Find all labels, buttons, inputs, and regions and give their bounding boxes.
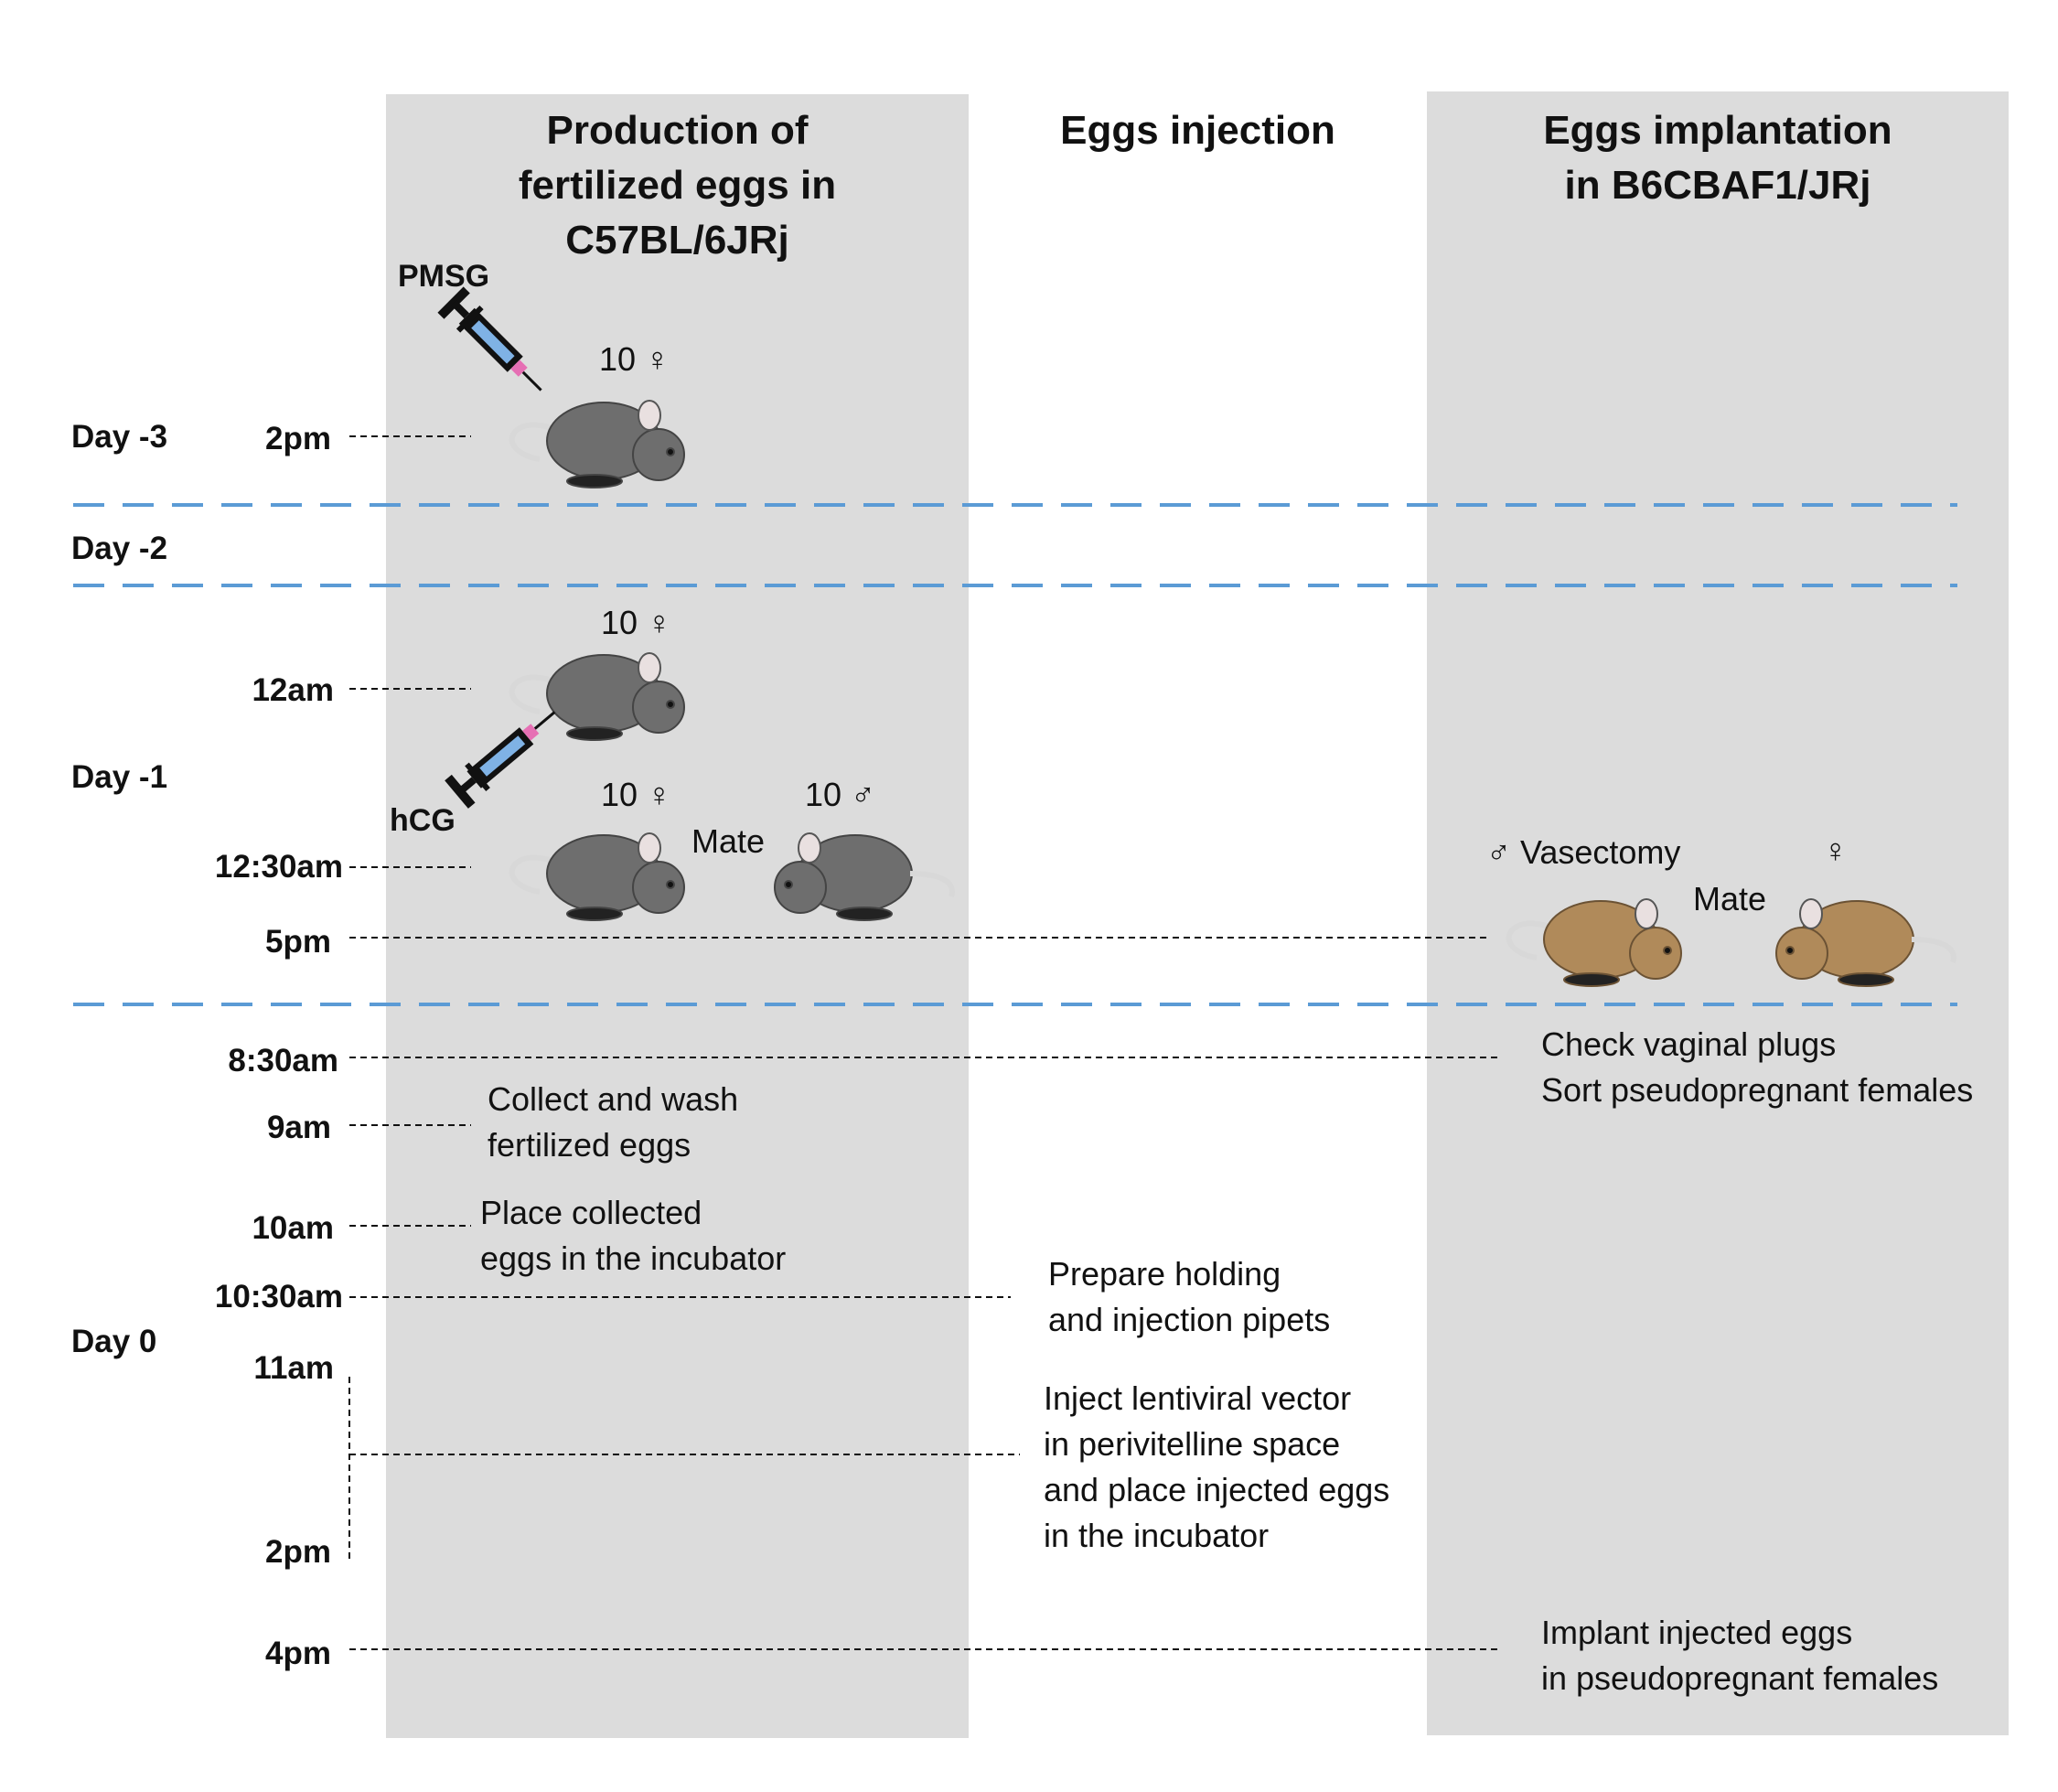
mate-label: Mate — [691, 822, 766, 860]
mate-label: Mate — [1693, 880, 1767, 917]
day-label: Day -2 — [71, 531, 168, 566]
time-label: 8:30am — [228, 1043, 338, 1078]
time-label: 10:30am — [214, 1279, 343, 1314]
header-injection: Eggs injection — [1060, 108, 1335, 153]
time-label: 12:30am — [214, 849, 343, 885]
step-prepare-pipets: Prepare holding and injection pipets — [1048, 1255, 1331, 1338]
mouse-female-mate — [512, 833, 684, 920]
time-label: 2pm — [265, 1534, 331, 1570]
time-label: 5pm — [265, 924, 331, 960]
time-label: 2pm — [265, 421, 331, 456]
female-symbol: ♀ — [1823, 832, 1848, 869]
step-collect-eggs: Collect and wash fertilized eggs — [488, 1080, 739, 1164]
mouse-female-pseudopregnant — [1776, 899, 1954, 986]
header-implantation: Eggs implantation in B6CBAF1/JRj — [1543, 108, 1892, 208]
day-label: Day 0 — [71, 1324, 157, 1359]
drug-label-pmsg: PMSG — [398, 259, 490, 294]
time-label: 4pm — [265, 1636, 331, 1671]
syringe-pmsg-icon — [441, 290, 554, 403]
time-label: 10am — [252, 1210, 334, 1246]
mouse-male-vasectomy — [1509, 899, 1681, 986]
syringe-hcg-icon — [448, 698, 566, 805]
step-implant: Implant injected eggs in pseudopregnant … — [1541, 1614, 1939, 1697]
count-female-hcg: 10 ♀ — [601, 604, 672, 641]
count-female-day-3: 10 ♀ — [599, 340, 670, 378]
day-label: Day -3 — [71, 419, 168, 455]
vasectomy-label: ♂ Vasectomy — [1486, 833, 1681, 871]
step-place-eggs: Place collected eggs in the incubator — [480, 1194, 787, 1277]
column-implantation-bg — [1427, 91, 2009, 1735]
step-check-plugs: Check vaginal plugs Sort pseudopregnant … — [1541, 1025, 1974, 1109]
mouse-female-day-3 — [512, 401, 684, 488]
time-leaders — [348, 435, 1500, 1650]
count-male-mate: 10 ♂ — [805, 776, 876, 813]
drug-label-hcg: hCG — [390, 803, 456, 838]
mouse-male-mate — [775, 833, 952, 920]
day-dividers — [73, 503, 1957, 1006]
time-label: 12am — [252, 672, 334, 708]
time-label: 11am — [253, 1350, 334, 1386]
step-inject: Inject lentiviral vector in perivitellin… — [1044, 1379, 1390, 1554]
header-production: Production of fertilized eggs in C57BL/6… — [518, 108, 837, 263]
day-label: Day -1 — [71, 759, 168, 795]
time-label: 9am — [266, 1110, 331, 1145]
count-female-mate: 10 ♀ — [601, 776, 672, 813]
